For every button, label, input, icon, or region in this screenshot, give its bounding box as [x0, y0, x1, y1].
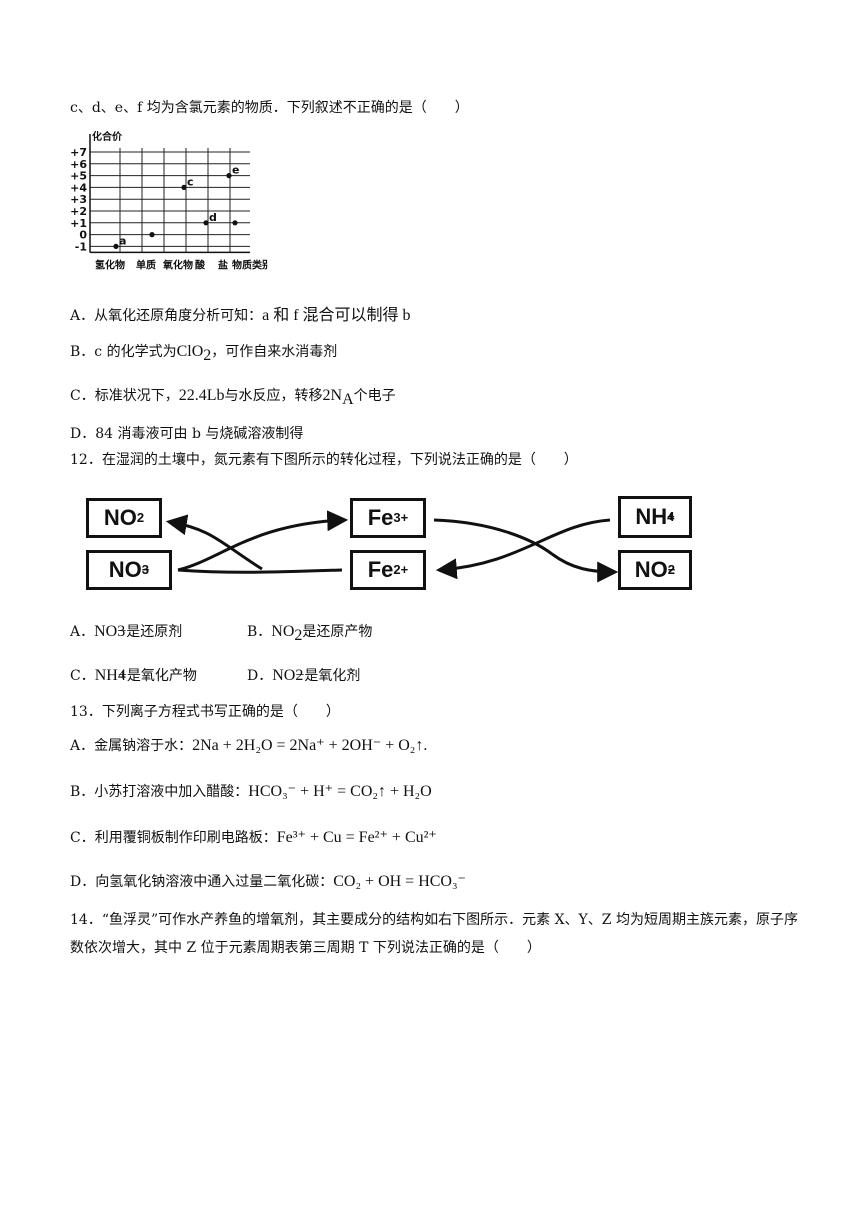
- box-no2-minus: NO−2: [618, 550, 692, 590]
- y-tick-label: +7: [70, 146, 87, 159]
- q12-option-a-formula: NO: [94, 623, 118, 640]
- q13-option-c-equation: Fe³⁺ + Cu = Fe²⁺ + Cu²⁺: [276, 829, 437, 846]
- q11-option-c-prefix: C．标准状况下，: [70, 388, 179, 404]
- point-label-c: c: [187, 175, 194, 188]
- box-nh4-plus: NH+4: [618, 496, 692, 538]
- y-tick-label: +2: [70, 205, 87, 218]
- q13-stem: 13．下列离子方程式书写正确的是（ ）: [70, 704, 340, 720]
- arrow-to-fe3: [177, 510, 349, 572]
- point-label-d: d: [209, 211, 217, 224]
- q13-option-b[interactable]: B．小苏打溶液中加入醋酸：HCO₃⁻ + H⁺ = CO₂↑ + H₂O: [70, 782, 432, 802]
- x-tick-label: 盐: [218, 258, 228, 271]
- q11-option-a-prefix: A．从氧化还原角度分析可知：: [70, 308, 263, 324]
- q12-option-b-text: 是还原产物: [302, 624, 373, 640]
- q12-option-b[interactable]: B．NO2是还原产物: [247, 622, 373, 644]
- q12-option-c-text: 是氧化产物: [126, 668, 197, 684]
- y-tick-label: 0: [79, 229, 87, 242]
- q12-option-d-label: D．: [247, 668, 273, 684]
- q12-option-b-formula: NO: [271, 623, 295, 640]
- q11-option-a[interactable]: A．从氧化还原角度分析可知：a 和 f 混合可以制得 b: [70, 306, 411, 326]
- box-no2m-main: NO: [634, 557, 668, 582]
- q13-option-a-label: A．金属钠溶于水：: [70, 738, 193, 754]
- q13-option-c[interactable]: C．利用覆铜板制作印刷电路板：Fe³⁺ + Cu = Fe²⁺ + Cu²⁺: [70, 828, 437, 848]
- q12-option-b-label: B．: [247, 624, 272, 640]
- q11-option-b-suffix: ，可作自来水消毒剂: [211, 344, 338, 360]
- data-point-1: [149, 232, 155, 238]
- valence-chart: 化合价 +7+6+5+4+3+2+10-1 氢化物单质氧化物酸盐物质类别 a c d e: [70, 130, 268, 271]
- q12-option-a-label: A．: [70, 624, 95, 640]
- data-point-0: [113, 243, 119, 249]
- q11-option-c-mid: 与水反应，转移: [224, 388, 323, 404]
- data-point-4: [226, 173, 232, 179]
- q13-option-b-equation: HCO₃⁻ + H⁺ = CO₂↑ + H₂O: [248, 783, 432, 800]
- q11-option-d[interactable]: D．84 消毒液可由 b 与烧碱溶液制得: [70, 426, 304, 442]
- y-tick-label: +6: [70, 158, 87, 171]
- q12-option-c-formula: NH: [94, 667, 118, 684]
- box-no3-minus: NO−3: [86, 550, 172, 590]
- data-point-3: [203, 220, 209, 226]
- arrow-to-no2-minus: [551, 552, 619, 583]
- data-point-5: [232, 220, 238, 226]
- arrow-to-no2: [165, 514, 263, 571]
- q13-option-a[interactable]: A．金属钠溶于水：2Na + 2H₂O = 2Na⁺ + 2OH⁻ + O₂↑.: [70, 736, 427, 756]
- q13-option-d-equation: CO₂ + OH = HCO₃⁻: [333, 873, 466, 890]
- q12-stem: 12．在湿润的土壤中，氮元素有下图所示的转化过程，下列说法正确的是（ ）: [70, 452, 578, 468]
- q11-option-c-suffix: 个电子: [353, 388, 396, 404]
- y-tick-label: -1: [75, 240, 87, 253]
- box-fe2-main: Fe: [367, 557, 394, 582]
- y-tick-label: +4: [70, 181, 87, 194]
- q12-option-c-label: C．: [70, 668, 95, 684]
- q11-option-c-na-sub: A: [342, 390, 354, 408]
- x-tick-label: 氢化物: [95, 258, 125, 271]
- point-label-a: a: [119, 234, 126, 247]
- q13-option-d-label: D．向氢氧化钠溶液中通入过量二氧化碳：: [70, 874, 334, 890]
- q13-option-c-label: C．利用覆铜板制作印刷电路板：: [70, 830, 277, 846]
- q11-option-a-text: a 和 f 混合可以制得 b: [262, 307, 411, 324]
- y-axis-label: 化合价: [92, 130, 123, 143]
- x-axis-label: 物质类别: [232, 258, 268, 271]
- q12-option-d-text: 是氧化剂: [304, 668, 361, 684]
- q11-option-c-na: 2N: [322, 387, 343, 404]
- q12-option-d-formula: NO: [272, 667, 296, 684]
- q11-option-b-formula: ClO: [176, 343, 204, 360]
- q11-option-b-prefix: B．c 的化学式为: [70, 344, 177, 360]
- box-nh4-main: NH: [635, 504, 668, 529]
- q12-option-b-sub: 2: [294, 626, 303, 644]
- q12-option-a-text: 是还原剂: [126, 624, 183, 640]
- diagram-arrows: [165, 510, 619, 583]
- q13-option-b-label: B．小苏打溶液中加入醋酸：: [70, 784, 249, 800]
- q11-option-c-amount: 22.4Lb: [178, 387, 225, 404]
- x-tick-label: 酸: [195, 258, 206, 271]
- data-point-2: [181, 184, 187, 190]
- q11-option-b-sub: 2: [203, 346, 212, 364]
- box-no3-main: NO: [108, 557, 142, 582]
- y-tick-label: +1: [70, 217, 87, 230]
- box-no2-main: NO: [103, 505, 137, 530]
- point-label-e: e: [232, 164, 239, 177]
- y-tick-label: +5: [70, 170, 87, 183]
- arrow-from-no3-line: [177, 568, 343, 574]
- q13-option-a-equation: 2Na + 2H₂O = 2Na⁺ + 2OH⁻ + O₂↑.: [192, 737, 428, 754]
- q11-option-b[interactable]: B．c 的化学式为ClO2，可作自来水消毒剂: [70, 342, 338, 364]
- box-fe3-main: Fe: [367, 505, 394, 530]
- q11-option-c[interactable]: C．标准状况下，22.4Lb与水反应，转移2NA个电子: [70, 386, 396, 408]
- x-tick-label: 氧化物: [162, 258, 193, 271]
- arrow-from-nh4-to-fe2: [435, 518, 611, 580]
- q14-stem: 14．“鱼浮灵”可作水产养鱼的增氧剂，其主要成分的结构如右下图所示．元素 X、Y…: [70, 912, 798, 956]
- q13-option-d[interactable]: D．向氢氧化钠溶液中通入过量二氧化碳：CO₂ + OH = HCO₃⁻: [70, 872, 466, 892]
- y-tick-label: +3: [70, 193, 87, 206]
- arrow-from-fe3-line: [433, 518, 553, 556]
- q11-stem: c、d、e、f 均为含氯元素的物质．下列叙述不正确的是（ ）: [70, 100, 469, 116]
- x-tick-label: 单质: [136, 258, 156, 271]
